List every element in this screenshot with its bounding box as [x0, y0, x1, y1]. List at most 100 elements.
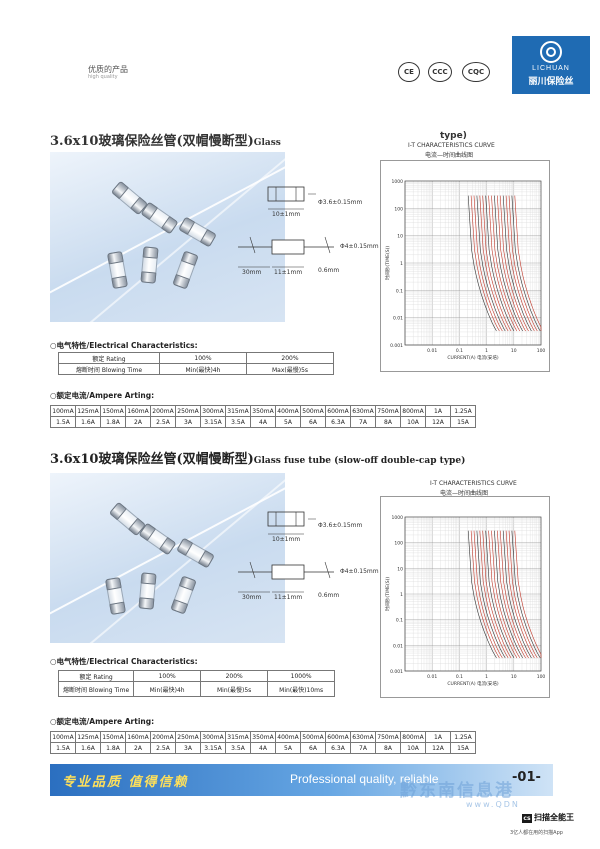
section2-product-photo	[50, 473, 285, 643]
ampere-cell: 750mA	[375, 405, 401, 417]
curve-line	[502, 195, 532, 332]
ce-cert-icon: CE	[398, 62, 420, 82]
table-row: 额定 Rating 100% 200% 1000%	[57, 670, 336, 682]
ampere-cell: 1A	[425, 405, 451, 417]
curve-line	[473, 195, 503, 332]
y-tick-label: 0.01	[393, 316, 403, 322]
ampere-cell: 3.5A	[225, 742, 251, 754]
scanner-name: 扫描全能王	[534, 813, 574, 822]
y-tick-label: 1000	[392, 515, 404, 521]
fuse-image	[140, 246, 159, 284]
y-tick-label: 0.1	[396, 618, 403, 624]
ampere-cell: 250mA	[175, 405, 201, 417]
y-tick-label: 1	[400, 592, 403, 598]
scanner-logo-icon: cs	[522, 814, 532, 823]
ampere-cell: 1.5A	[50, 742, 76, 754]
ampere-cell: 100mA	[50, 405, 76, 417]
ampere-cell: 6.3A	[325, 416, 351, 428]
ampere-cell: 1.6A	[75, 742, 101, 754]
y-tick-label: 1000	[392, 179, 404, 185]
curve-line	[476, 195, 506, 332]
table-cell: 额定 Rating	[57, 670, 135, 682]
x-tick-label: 0.01	[427, 674, 437, 680]
dim-diameter-top: Φ3.6±0.15mm	[318, 199, 363, 206]
fuse-image	[170, 575, 197, 615]
dim-wire-diameter: 0.6mm	[318, 592, 340, 599]
curve-line	[470, 530, 500, 659]
electrical-label: ○电气特性/Electrical Characteristics:	[50, 341, 198, 350]
curve-line	[476, 530, 506, 659]
ampere-cell: 630mA	[350, 731, 376, 743]
curve-line	[505, 195, 535, 332]
curve-line	[491, 530, 521, 659]
dim-diameter-wire: Φ4±0.15mm	[340, 568, 379, 575]
curve-line	[505, 530, 535, 659]
plot-frame	[404, 180, 542, 346]
table-cell: 熔断时间 Blowing Time	[58, 363, 160, 375]
ampere-cell: 600mA	[325, 405, 351, 417]
curve-line	[508, 195, 538, 332]
curve-line	[511, 530, 541, 659]
fuse-image	[104, 576, 127, 616]
header-slogan-sub: high quality	[88, 74, 118, 80]
x-tick-label: 10	[511, 348, 517, 354]
ampere-cell: 150mA	[100, 405, 126, 417]
y-tick-label: 1	[400, 261, 403, 267]
curve-line	[488, 195, 518, 332]
company-logo: LICHUAN 丽川保险丝	[512, 36, 590, 94]
ampere-cell: 10A	[400, 742, 426, 754]
electrical-table-1: 额定 Rating 100% 200% 熔断时间 Blowing Time Mi…	[58, 352, 334, 375]
y-tick-label: 10	[397, 234, 403, 240]
curve-line	[491, 195, 521, 332]
x-tick-label: 1	[485, 674, 488, 680]
x-tick-label: 0.1	[456, 674, 463, 680]
curve-line	[499, 195, 529, 332]
x-tick-label: 1	[485, 348, 488, 354]
ampere-cell: 350mA	[250, 405, 276, 417]
ampere-label: ○额定电流/Ampere Arting:	[50, 717, 155, 726]
ampere-cell: 300mA	[200, 405, 226, 417]
ampere-cell: 1.8A	[100, 742, 126, 754]
table-cell: 100%	[133, 670, 202, 682]
footer-slogan-en: Professional quality, reliable	[290, 772, 439, 786]
curve-line	[494, 195, 523, 332]
x-tick-label: 0.1	[456, 348, 463, 354]
ampere-cell: 315mA	[225, 405, 251, 417]
ampere-cell: 8A	[375, 742, 401, 754]
table-cell: Min(最快)4h	[159, 363, 247, 375]
ampere-cell: 12A	[425, 416, 451, 428]
electrical-table-2: 额定 Rating 100% 200% 1000% 熔断时间 Blowing T…	[57, 670, 336, 697]
curve-line	[511, 195, 541, 332]
header-slogan: 优质的产品	[88, 65, 128, 74]
curve-line	[514, 195, 542, 331]
x-tick-label: 0.01	[427, 348, 437, 354]
ampere-cell: 630mA	[350, 405, 376, 417]
chart1-subtitle: 电流—时间曲线图	[425, 152, 474, 159]
ampere-cell: 2.5A	[150, 416, 176, 428]
table-row: 熔断时间 Blowing Time Min(最快)4h Max(最慢)5s	[58, 363, 334, 375]
ampere-cell: 5A	[275, 742, 301, 754]
table-cell: 200%	[246, 352, 334, 364]
curve-line	[467, 530, 497, 659]
ampere-cell: 160mA	[125, 405, 151, 417]
curve-line	[473, 530, 503, 659]
chart1-title: I-T CHARACTERISTICS CURVE	[408, 142, 495, 149]
dim-diameter-wire: Φ4±0.15mm	[340, 243, 379, 250]
fuse-image	[138, 522, 177, 556]
watermark-text: 黔东南信息港	[400, 781, 514, 801]
plot-frame	[404, 516, 542, 672]
ampere-cell: 400mA	[275, 731, 301, 743]
ccc-cert-icon: CCC	[428, 62, 452, 82]
x-axis-label: CURRENT(A) 电流(安培)	[447, 680, 498, 687]
curve-line	[479, 195, 509, 332]
ampere-cell: 200mA	[150, 731, 176, 743]
ampere-cell: 8A	[375, 416, 401, 428]
ampere-cell: 600mA	[325, 731, 351, 743]
y-tick-label: 0.001	[390, 669, 403, 675]
ampere-cell: 3.15A	[200, 742, 226, 754]
